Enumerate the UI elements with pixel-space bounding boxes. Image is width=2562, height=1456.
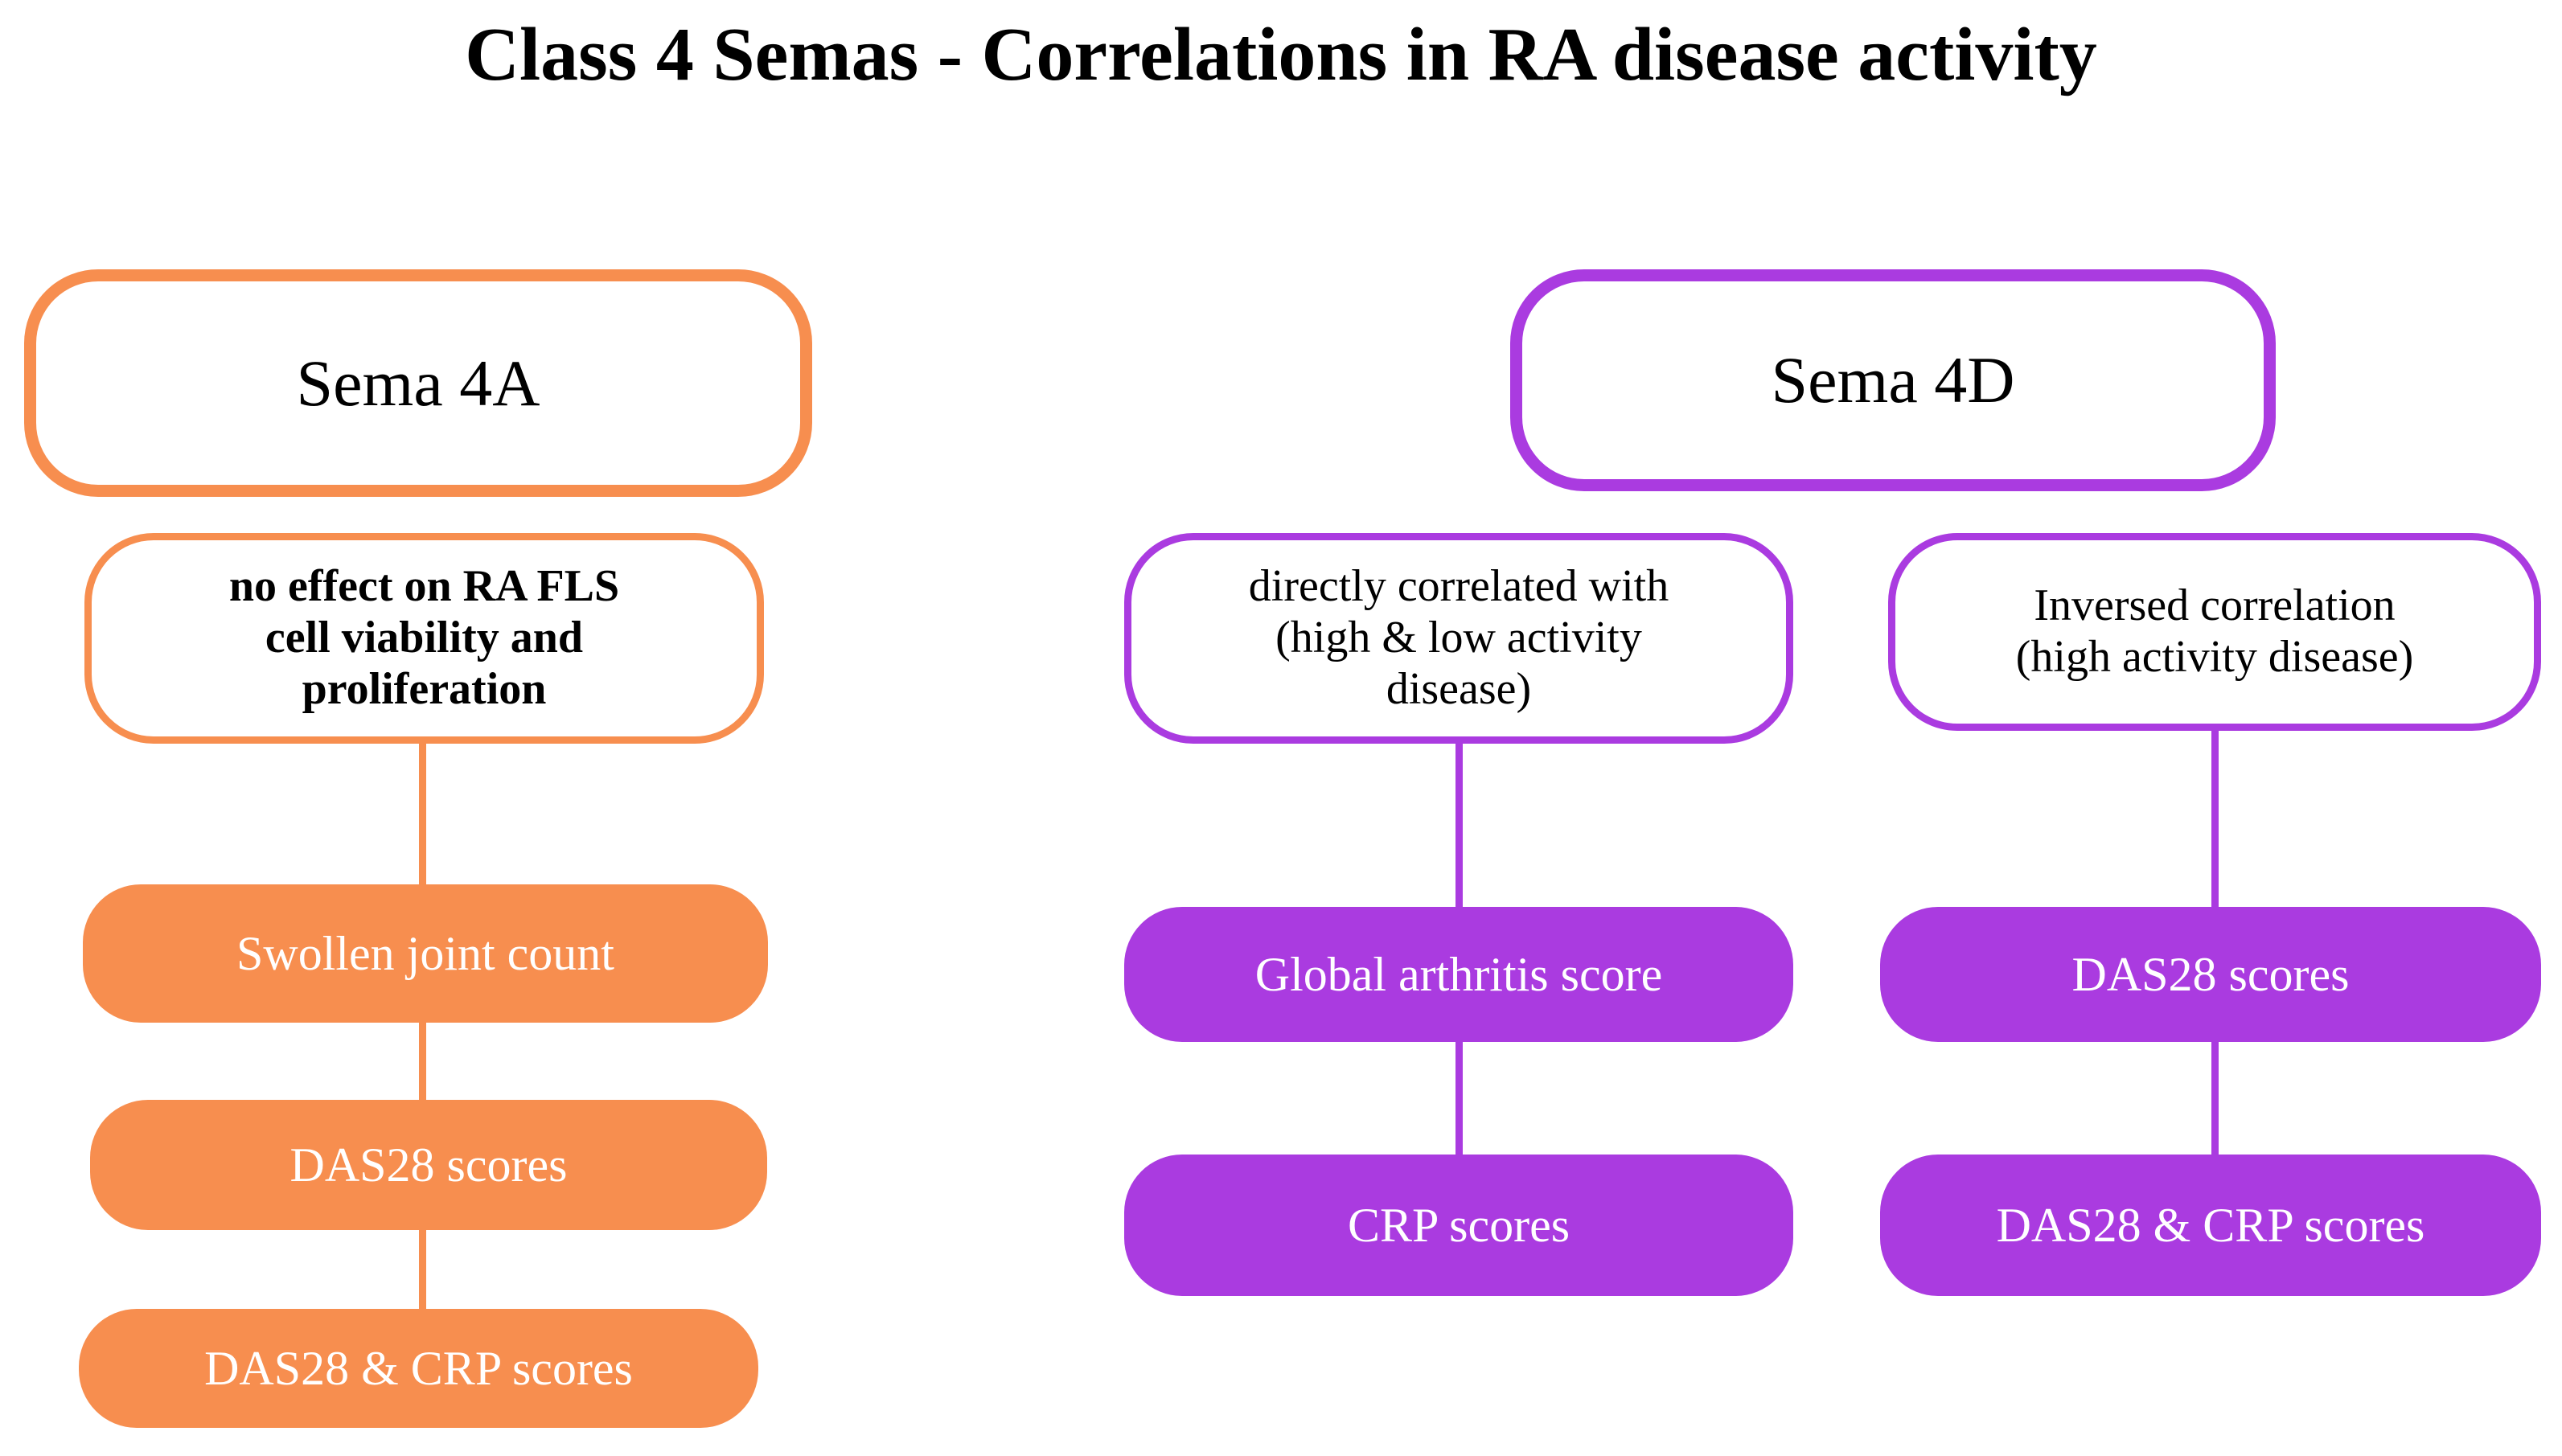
finding-label: Swollen joint count <box>236 926 614 980</box>
finding-label: Global arthritis score <box>1254 947 1663 1001</box>
connector-line <box>2211 1042 2219 1156</box>
sema4d-finding-box-global-arthritis-score: Global arthritis score <box>1124 907 1793 1042</box>
diagram-title: Class 4 Semas - Correlations in RA disea… <box>465 13 2097 96</box>
sema4d-finding-box-das28-scores: DAS28 scores <box>1880 907 2541 1042</box>
connector-line <box>419 742 426 888</box>
connector-line <box>1455 742 1463 909</box>
sema4a-note-line: proliferation <box>302 663 547 714</box>
sema4a-finding-box-das28-scores: DAS28 scores <box>90 1100 767 1230</box>
sema4a-note-line: cell viability and <box>265 613 584 663</box>
sema4a-finding-box-swollen-joint-count: Swollen joint count <box>83 884 768 1023</box>
sema4d-label: Sema 4D <box>1771 343 2015 416</box>
sema4d-branch2-note-line: (high activity disease) <box>2015 632 2414 682</box>
connector-line <box>419 1230 426 1310</box>
sema4d-branch1-note-box: directly correlated with (high & low act… <box>1124 533 1793 744</box>
connector-line <box>1455 1042 1463 1156</box>
sema4a-header-box: Sema 4A <box>24 269 812 497</box>
sema4a-note-box: no effect on RA FLS cell viability and p… <box>84 533 764 744</box>
sema4d-finding-box-das28-crp-scores: DAS28 & CRP scores <box>1880 1155 2541 1296</box>
sema4d-branch1-note-line: disease) <box>1386 663 1532 714</box>
finding-label: DAS28 & CRP scores <box>204 1341 633 1395</box>
finding-label: DAS28 scores <box>289 1138 568 1191</box>
sema4a-note-line: no effect on RA FLS <box>228 561 620 612</box>
finding-label: CRP scores <box>1347 1198 1570 1252</box>
sema4a-finding-box-das28-crp-scores: DAS28 & CRP scores <box>79 1309 758 1428</box>
finding-label: DAS28 scores <box>2071 947 2350 1001</box>
sema4d-header-box: Sema 4D <box>1510 269 2276 491</box>
connector-line <box>2211 729 2219 909</box>
sema4a-label: Sema 4A <box>296 346 540 420</box>
sema4d-branch2-note-line: Inversed correlation <box>2034 580 2396 631</box>
finding-label: DAS28 & CRP scores <box>1996 1198 2425 1252</box>
sema4d-branch1-note-line: directly correlated with <box>1248 561 1669 612</box>
sema4d-branch1-note-line: (high & low activity <box>1275 613 1642 663</box>
sema4d-finding-box-crp-scores: CRP scores <box>1124 1155 1793 1296</box>
connector-line <box>419 1023 426 1103</box>
sema4d-branch2-note-box: Inversed correlation (high activity dise… <box>1888 533 2541 731</box>
